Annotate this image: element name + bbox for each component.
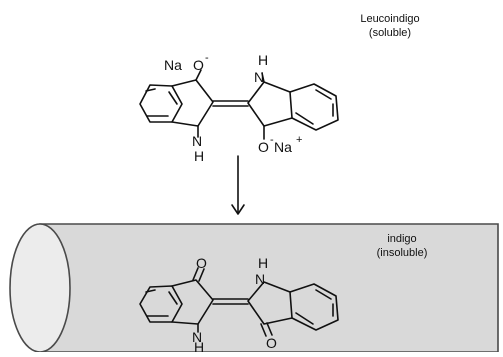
top-n-right: N — [254, 69, 264, 85]
bottom-right-pyrrole — [247, 281, 293, 325]
top-molecule-name: Leucoindigo — [360, 13, 419, 25]
bottom-molecule-name: indigo — [387, 233, 416, 245]
tube-body — [39, 223, 499, 353]
top-o-upper: O — [193, 57, 204, 73]
bottom-n-left: N — [192, 329, 202, 345]
bottom-h-right: H — [258, 255, 268, 271]
bottom-n-right: N — [255, 271, 265, 287]
top-o-lower-charge: - — [270, 134, 274, 146]
top-left-pyrrole — [171, 79, 214, 127]
tube-left-end — [9, 223, 71, 353]
bottom-right-benzene — [289, 283, 339, 331]
top-h-right: H — [258, 52, 268, 68]
reaction-arrow — [231, 155, 245, 215]
top-na-lower: Na — [274, 139, 292, 155]
top-na-lower-charge: + — [296, 134, 302, 146]
tube — [9, 223, 499, 353]
top-n-left: N — [192, 133, 202, 149]
bottom-h-left: H — [194, 339, 204, 352]
leucoindigo-structure: Na O - H N N H O - Na + — [139, 52, 339, 164]
bottom-o-right: O — [266, 335, 277, 351]
top-na-left: Na — [164, 57, 182, 73]
bottom-left-pyrrole — [171, 279, 214, 325]
top-o-upper-charge: - — [205, 52, 209, 64]
bottom-molecule-note: (insoluble) — [377, 247, 428, 259]
top-h-left: H — [194, 148, 204, 164]
top-o-lower: O — [258, 139, 269, 155]
top-right-pyrrole — [247, 81, 293, 127]
indigo-structure: O H N N H O — [139, 255, 339, 355]
top-molecule-note: (soluble) — [369, 27, 411, 39]
bottom-o-left: O — [196, 255, 207, 271]
top-right-benzene — [289, 83, 339, 131]
